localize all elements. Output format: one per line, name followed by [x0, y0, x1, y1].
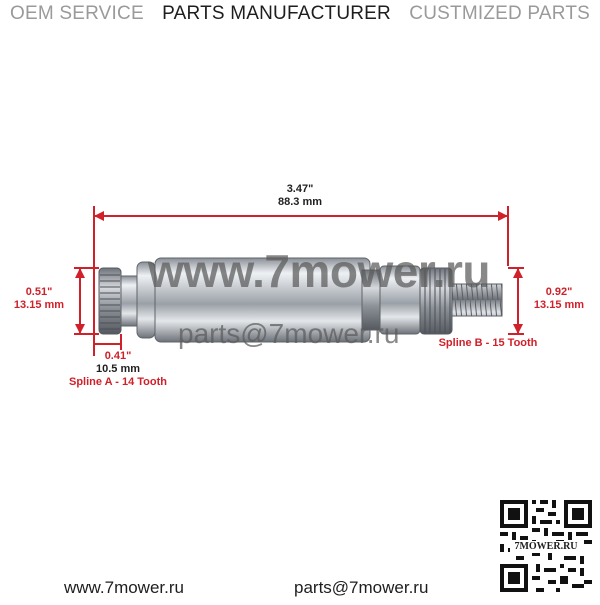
- header-oem-service: OEM SERVICE: [10, 3, 144, 24]
- spline-a: [98, 267, 122, 335]
- footer-bar: www.7mower.ru parts@7mower.ru: [0, 574, 600, 598]
- watermark-site: www.7mower.ru: [148, 245, 491, 297]
- spline-b-label: Spline B - 15 Tooth: [432, 337, 544, 350]
- left-diameter-mm: 13.15 mm: [13, 299, 65, 311]
- right-diameter-label: 0.92" 13.15 mm: [525, 286, 593, 312]
- header-bar: OEM SERVICE PARTS MANUFACTURER CUSTMIZED…: [0, 0, 600, 28]
- overall-length-in: 3.47": [286, 183, 314, 195]
- spline-a-label: 0.41" 10.5 mm Spline A - 14 Tooth: [58, 350, 178, 389]
- watermark-email: parts@7mower.ru: [178, 318, 400, 349]
- dimension-arrows: [75, 211, 523, 334]
- right-diameter-in: 0.92": [545, 286, 573, 298]
- spline-a-teeth: Spline A - 14 Tooth: [69, 376, 167, 388]
- spline-a-length-mm: 10.5 mm: [95, 363, 141, 375]
- left-diameter-label: 0.51" 13.15 mm: [6, 286, 72, 312]
- spline-b: [419, 267, 453, 335]
- footer-website-link[interactable]: www.7mower.ru: [64, 578, 184, 597]
- qr-label: 7MOWER.RU: [510, 541, 582, 553]
- overall-length-label: 3.47" 88.3 mm: [271, 183, 329, 209]
- left-diameter-in: 0.51": [25, 286, 53, 298]
- right-diameter-mm: 13.15 mm: [533, 299, 585, 311]
- header-parts-manufacturer: PARTS MANUFACTURER: [162, 3, 391, 24]
- overall-length-mm: 88.3 mm: [277, 196, 323, 208]
- header-customized-parts: CUSTMIZED PARTS: [409, 3, 590, 24]
- spline-b-teeth: Spline B - 15 Tooth: [438, 337, 538, 349]
- spline-a-length-in: 0.41": [104, 350, 132, 362]
- dimension-lines: [74, 206, 524, 356]
- threaded-end: [451, 283, 503, 317]
- footer-email-link[interactable]: parts@7mower.ru: [294, 578, 429, 597]
